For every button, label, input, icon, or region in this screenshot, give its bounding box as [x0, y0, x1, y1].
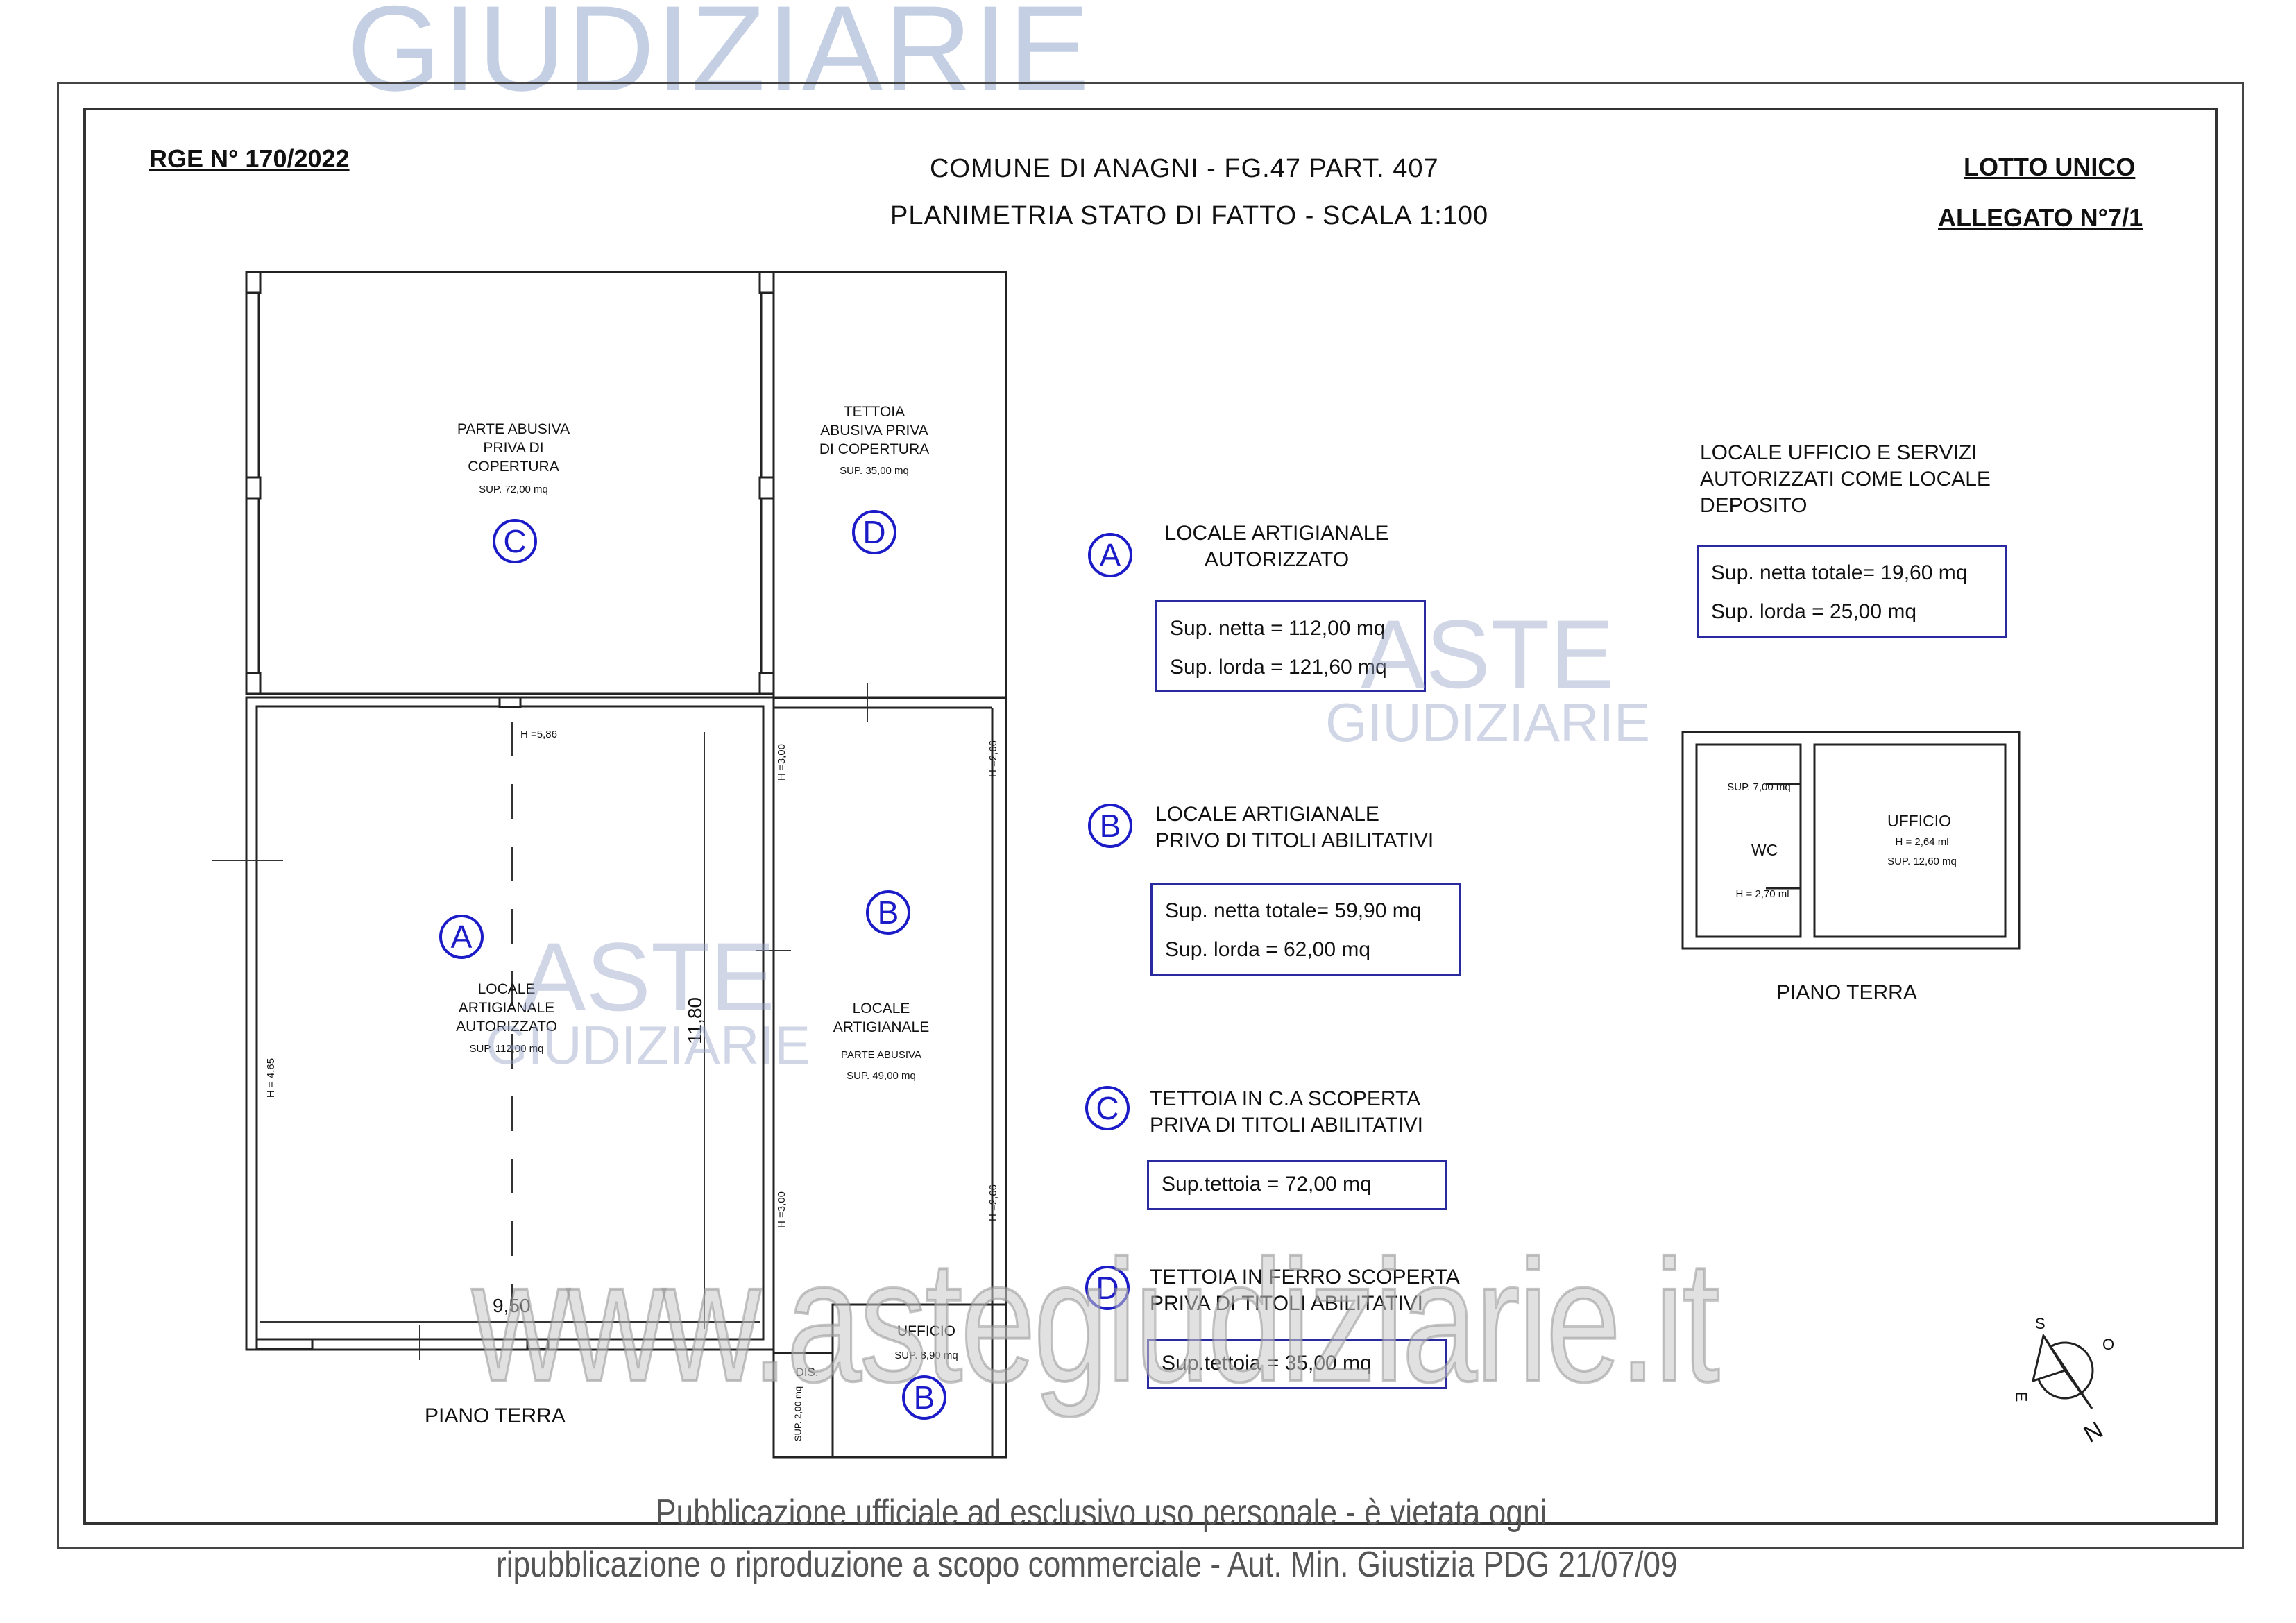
- zone-b-sub: PARTE ABUSIVA: [841, 1049, 921, 1061]
- legend-a-box: Sup. netta = 112,00 mq Sup. lorda = 121,…: [1155, 600, 1426, 692]
- legend-d-marker: D: [1085, 1266, 1130, 1310]
- legend-d-box: Sup.tettoia = 35,00 mq: [1147, 1339, 1447, 1389]
- height-b-right-top: H =2,66: [987, 740, 999, 777]
- office-wc-height: H = 2,70 ml: [1735, 888, 1789, 900]
- title-line2: PLANIMETRIA STATO DI FATTO - SCALA 1:100: [890, 201, 1489, 230]
- watermark-aste-right-line2: GIUDIZIARIE: [1325, 692, 1651, 753]
- legend-b-box: Sup. netta totale= 59,90 mq Sup. lorda =…: [1150, 883, 1461, 976]
- zone-c-marker: C: [493, 519, 537, 563]
- rge-number: RGE N° 170/2022: [149, 144, 350, 173]
- legend-d-tettoia: Sup.tettoia = 35,00 mq: [1162, 1352, 1372, 1375]
- zone-a-marker: A: [439, 915, 484, 959]
- allegato-label: ALLEGATO N°7/1: [1938, 203, 2143, 232]
- ufficio-sup: SUP. 8,90 mq: [894, 1350, 958, 1361]
- compass-o: O: [2102, 1336, 2115, 1353]
- office-uff-height: H = 2,64 ml: [1895, 836, 1949, 848]
- zone-a-label: LOCALE ARTIGIANALE AUTORIZZATO: [456, 981, 557, 1035]
- plan-floor-label: PIANO TERRA: [425, 1404, 566, 1427]
- office-title: LOCALE UFFICIO E SERVIZI AUTORIZZATI COM…: [1700, 441, 1991, 517]
- ufficio-marker: B: [902, 1375, 946, 1420]
- office-uff-sup: SUP. 12,60 mq: [1887, 856, 1957, 867]
- legend-b-title: LOCALE ARTIGIANALE PRIVO DI TITOLI ABILI…: [1155, 803, 1434, 852]
- title-line1: COMUNE DI ANAGNI - FG.47 PART. 407: [930, 154, 1439, 183]
- legend-b-marker: B: [1088, 804, 1132, 848]
- zone-d-label: TETTOIA ABUSIVA PRIVA DI COPERTURA: [819, 404, 930, 457]
- watermark-aste-right-line1: ASTE: [1361, 600, 1615, 708]
- office-netta: Sup. netta totale= 19,60 mq: [1711, 561, 1968, 584]
- watermark-aste-left: ASTE GIUDIZIARIE: [486, 922, 811, 1076]
- legend-a-netta: Sup. netta = 112,00 mq: [1170, 617, 1386, 640]
- legend-a-lorda: Sup. lorda = 121,60 mq: [1170, 656, 1387, 679]
- lotto-label: LOTTO UNICO: [1964, 153, 2136, 181]
- legend-d-title: TETTOIA IN FERRO SCOPERTA PRIVA DI TITOL…: [1150, 1266, 1460, 1315]
- legend-a-marker: A: [1088, 533, 1132, 577]
- dis-label: DIS.: [795, 1366, 819, 1379]
- height-b-right-bottom: H =2,66: [987, 1184, 999, 1221]
- compass-e: E: [2012, 1391, 2030, 1402]
- legend-c-marker: C: [1085, 1086, 1130, 1130]
- watermark-aste-left-line1: ASTE: [521, 922, 775, 1031]
- zone-b-marker: B: [866, 890, 910, 935]
- height-a-top: H =5,86: [520, 729, 557, 740]
- legend-b-netta: Sup. netta totale= 59,90 mq: [1165, 899, 1422, 922]
- legend-b-lorda: Sup. lorda = 62,00 mq: [1165, 938, 1371, 961]
- zone-a-sup: SUP. 112,00 mq: [469, 1043, 544, 1055]
- dimension-width: 9,50: [493, 1295, 531, 1316]
- office-floor-label: PIANO TERRA: [1776, 981, 1917, 1004]
- legend-a-title: LOCALE ARTIGIANALE AUTORIZZATO: [1164, 522, 1389, 571]
- footer-line1: Pubblicazione ufficiale ad esclusivo uso…: [656, 1493, 1547, 1533]
- office-wc-sup: SUP. 7,00 mq: [1727, 781, 1791, 793]
- inner-frame: [83, 108, 2218, 1525]
- zone-d-marker: D: [852, 510, 896, 554]
- office-box: Sup. netta totale= 19,60 mq Sup. lorda =…: [1697, 545, 2007, 638]
- zone-d-sup: SUP. 35,00 mq: [840, 465, 909, 477]
- office-wc-label: WC: [1751, 841, 1778, 859]
- zone-b-label: LOCALE ARTIGIANALE: [833, 1001, 930, 1035]
- height-a-left: H = 4,65: [265, 1057, 278, 1098]
- legend-c-tettoia: Sup.tettoia = 72,00 mq: [1162, 1173, 1372, 1196]
- watermark-url: www.astegiudiziarie.it: [470, 1223, 1721, 1419]
- zone-b-sup: SUP. 49,00 mq: [847, 1070, 916, 1082]
- outer-frame: [57, 82, 2244, 1549]
- ufficio-label: UFFICIO: [897, 1323, 955, 1339]
- zone-c-label: PARTE ABUSIVA PRIVA DI COPERTURA: [457, 421, 570, 475]
- height-b-left-top: H =3,00: [775, 744, 788, 781]
- watermark-top: GIUDIZIARIE: [347, 0, 1091, 117]
- office-lorda: Sup. lorda = 25,00 mq: [1711, 600, 1917, 623]
- compass-s: S: [2035, 1315, 2046, 1332]
- watermark-aste-left-line2: GIUDIZIARIE: [486, 1014, 811, 1076]
- zone-c-sup: SUP. 72,00 mq: [479, 484, 548, 495]
- legend-c-box: Sup.tettoia = 72,00 mq: [1147, 1160, 1447, 1210]
- footer-line2: ripubblicazione o riproduzione a scopo c…: [496, 1545, 1678, 1585]
- watermark-aste-right: ASTE GIUDIZIARIE: [1325, 600, 1651, 753]
- office-uff-label: UFFICIO: [1887, 812, 1951, 830]
- legend-c-title: TETTOIA IN C.A SCOPERTA PRIVA DI TITOLI …: [1150, 1087, 1424, 1137]
